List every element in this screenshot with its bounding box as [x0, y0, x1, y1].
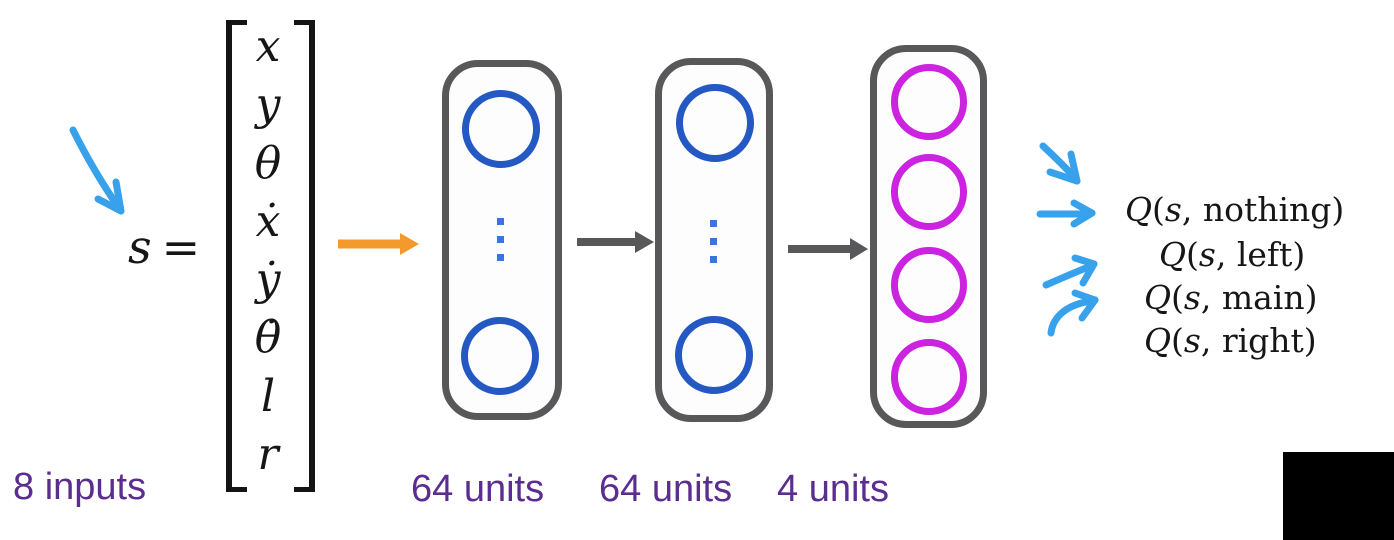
comma: , — [1200, 278, 1222, 317]
equals-sign: = — [161, 220, 201, 274]
action-name: right — [1221, 321, 1304, 360]
output-units-label: 4 units — [777, 468, 889, 510]
s-symbol: s — [1164, 190, 1182, 229]
q-value-left: Q(s, left) — [1117, 195, 1305, 315]
q-symbol: Q — [1158, 235, 1187, 274]
q-value-main: Q(s, main) — [1102, 238, 1318, 358]
state-vector-entries: x y θ ẋ ẏ θ̇ l r — [235, 18, 301, 484]
open-paren: ( — [1186, 235, 1199, 274]
q-nothing-arrow-icon — [1039, 142, 1081, 185]
vector-entry-ydot: ẏ — [255, 254, 281, 306]
q-right-arrow-icon — [1047, 289, 1099, 337]
black-overlay-box — [1283, 452, 1394, 540]
action-name: main — [1221, 278, 1305, 317]
action-name: nothing — [1202, 190, 1332, 229]
vector-entry-thetadot: θ̇ — [254, 312, 282, 364]
inputs-count-label: 8 inputs — [13, 466, 147, 508]
close-paren: ) — [1304, 278, 1318, 317]
ellipsis-dot — [710, 256, 717, 263]
state-equation: s = — [128, 220, 200, 274]
layer1-units-label: 64 units — [411, 468, 545, 510]
open-paren: ( — [1171, 278, 1184, 317]
vector-left-bracket — [226, 20, 247, 492]
vector-entry-y: y — [255, 79, 281, 131]
output-neuron-circle — [891, 247, 967, 323]
q-value-nothing: Q(s, nothing) — [1083, 150, 1344, 270]
hidden-layer-2 — [655, 58, 773, 422]
neuron-circle — [676, 84, 754, 162]
comma: , — [1200, 321, 1222, 360]
vector-entry-theta: θ — [254, 137, 282, 189]
layer1-to-layer2-arrow-icon — [577, 231, 654, 253]
ellipsis-dot — [497, 218, 504, 225]
hidden-layer-1 — [442, 60, 562, 420]
s-symbol: s — [1183, 278, 1201, 317]
neuron-circle — [461, 317, 539, 395]
ellipsis-dots — [710, 220, 717, 263]
comma: , — [1181, 190, 1203, 229]
q-symbol: Q — [1143, 278, 1172, 317]
ellipsis-dot — [497, 254, 504, 261]
q-symbol: Q — [1143, 321, 1172, 360]
vector-entry-x: x — [255, 21, 281, 73]
input-pointer-arrow-icon — [69, 126, 125, 215]
ellipsis-dot — [497, 236, 504, 243]
vector-right-bracket — [294, 20, 315, 492]
neuron-circle — [675, 316, 753, 394]
s-symbol: s — [1198, 235, 1216, 274]
state-symbol: s — [128, 220, 152, 274]
open-paren: ( — [1171, 321, 1184, 360]
vector-entry-l: l — [260, 370, 276, 422]
output-layer — [870, 45, 987, 428]
layer2-to-output-arrow-icon — [788, 238, 868, 260]
s-symbol: s — [1183, 321, 1201, 360]
open-paren: ( — [1152, 190, 1165, 229]
neuron-circle — [462, 90, 540, 168]
action-name: left — [1236, 235, 1293, 274]
ellipsis-dots — [497, 218, 504, 261]
ellipsis-dot — [710, 238, 717, 245]
q-value-right: Q(s, right) — [1102, 281, 1317, 401]
ellipsis-dot — [710, 220, 717, 227]
q-symbol: Q — [1124, 190, 1153, 229]
output-neuron-circle — [891, 154, 967, 230]
input-arrow-icon — [338, 233, 419, 255]
layer2-units-label: 64 units — [599, 468, 733, 510]
close-paren: ) — [1331, 190, 1345, 229]
output-neuron-circle — [891, 64, 967, 140]
close-paren: ) — [1303, 321, 1317, 360]
vector-entry-xdot: ẋ — [255, 195, 281, 247]
close-paren: ) — [1292, 235, 1306, 274]
comma: , — [1215, 235, 1237, 274]
output-neuron-circle — [891, 339, 967, 415]
vector-entry-r: r — [257, 428, 279, 480]
